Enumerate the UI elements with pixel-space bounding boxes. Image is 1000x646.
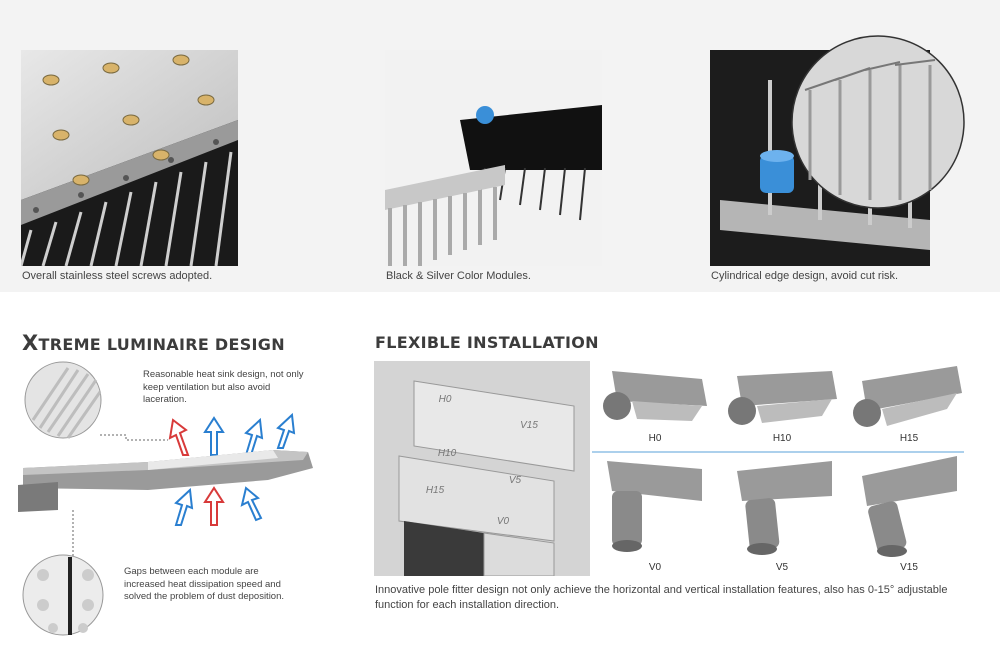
note-heat-sink: Reasonable heat sink design, not only ke… — [143, 369, 304, 405]
photo-cylindrical-edge — [710, 35, 965, 266]
caption-color-modules: Black & Silver Color Modules. — [386, 270, 531, 282]
label-v0: V0 — [648, 562, 662, 573]
label-h0: H0 — [648, 433, 662, 444]
xtreme-title-rest: TREME LUMINAIRE DESIGN — [38, 335, 285, 354]
label-v15: V15 — [900, 562, 918, 573]
caption-cylindrical-edge: Cylindrical edge design, avoid cut risk. — [711, 270, 899, 282]
fitter-mark-v5: V5 — [508, 475, 522, 486]
fitter-mark-h15: H15 — [425, 485, 445, 496]
thumb-h0 — [603, 371, 707, 421]
label-h10: H10 — [772, 433, 792, 444]
caption-stainless-screws: Overall stainless steel screws adopted. — [22, 270, 213, 282]
fitter-mark-v15: V15 — [520, 420, 538, 431]
xtreme-diagram — [18, 360, 318, 641]
xtreme-title-initial: X — [22, 331, 39, 355]
note-module-gaps: Gaps between each module are increased h… — [124, 566, 285, 602]
xtreme-section-title: XTREME LUMINAIRE DESIGN — [22, 331, 285, 355]
thumb-h10 — [728, 371, 837, 425]
label-v5: V5 — [775, 562, 789, 573]
photo-stainless-screws — [21, 50, 238, 266]
thumb-v5 — [737, 461, 832, 555]
thumb-v15 — [862, 456, 957, 557]
fitter-mark-v0: V0 — [496, 516, 510, 527]
fitter-mark-h10: H10 — [437, 448, 457, 459]
thumb-h15 — [853, 366, 962, 427]
fitter-mark-h0: H0 — [438, 394, 452, 405]
label-h15: H15 — [899, 433, 919, 444]
photo-pole-fitter — [374, 361, 590, 576]
flexible-description: Innovative pole fitter design not only a… — [375, 584, 948, 611]
installation-positions-grid — [592, 361, 964, 576]
thumb-v0 — [607, 461, 702, 552]
photo-color-modules — [385, 50, 602, 266]
flexible-section-title: FLEXIBLE INSTALLATION — [375, 333, 599, 352]
